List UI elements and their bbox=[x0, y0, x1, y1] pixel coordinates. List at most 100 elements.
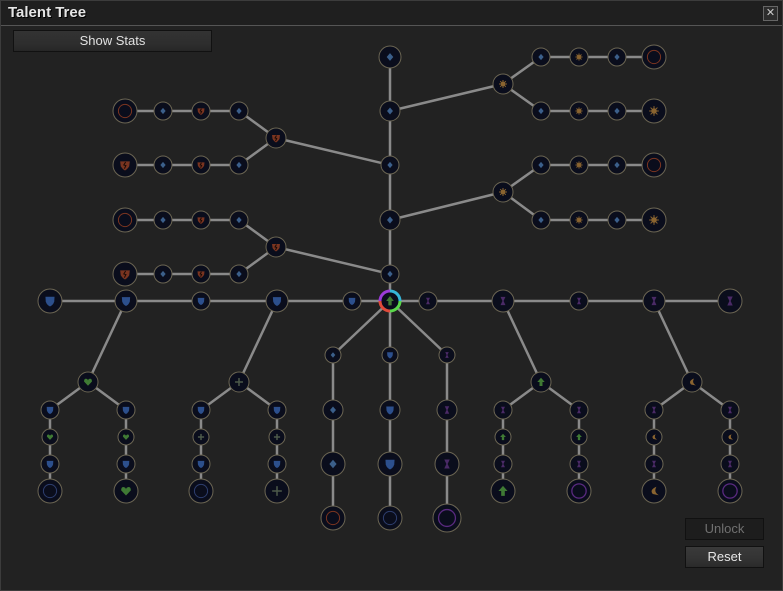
talent-node-r3a[interactable] bbox=[531, 155, 551, 175]
talent-node-p2b[interactable] bbox=[268, 428, 286, 446]
talent-node-hr1[interactable] bbox=[418, 291, 438, 311]
talent-node-l1b[interactable] bbox=[191, 101, 211, 121]
talent-node-a1c[interactable] bbox=[493, 454, 513, 474]
talent-node-l2b[interactable] bbox=[191, 155, 211, 175]
talent-node-b1d[interactable] bbox=[641, 478, 667, 504]
talent-node-p1b[interactable] bbox=[192, 428, 210, 446]
talent-node-m3a[interactable] bbox=[438, 346, 456, 364]
talent-node-r2b[interactable] bbox=[569, 101, 589, 121]
talent-node-r1c[interactable] bbox=[607, 47, 627, 67]
talent-node-r3d[interactable] bbox=[641, 152, 667, 178]
talent-node-bh[interactable] bbox=[681, 371, 703, 393]
talent-node-g1b[interactable] bbox=[41, 428, 59, 446]
talent-node-r2c[interactable] bbox=[607, 101, 627, 121]
talent-node-r1b[interactable] bbox=[569, 47, 589, 67]
talent-node-m1d[interactable] bbox=[320, 505, 346, 531]
talent-node-hr2[interactable] bbox=[491, 289, 515, 313]
talent-node-rh1[interactable] bbox=[492, 73, 514, 95]
talent-node-a1d[interactable] bbox=[490, 478, 516, 504]
talent-node-m3b[interactable] bbox=[436, 399, 458, 421]
close-button[interactable]: ✕ bbox=[763, 6, 778, 21]
talent-node-m3d[interactable] bbox=[432, 503, 462, 533]
talent-node-b1a[interactable] bbox=[644, 400, 664, 420]
talent-node-l1c[interactable] bbox=[153, 101, 173, 121]
talent-node-b2a[interactable] bbox=[720, 400, 740, 420]
talent-node-p1c[interactable] bbox=[191, 454, 211, 474]
talent-node-a1b[interactable] bbox=[494, 428, 512, 446]
talent-node-r4b[interactable] bbox=[569, 210, 589, 230]
talent-node-r4c[interactable] bbox=[607, 210, 627, 230]
talent-node-lh2[interactable] bbox=[265, 236, 287, 258]
talent-node-r3b[interactable] bbox=[569, 155, 589, 175]
talent-node-c3[interactable] bbox=[380, 155, 400, 175]
talent-node-l4a[interactable] bbox=[229, 264, 249, 284]
talent-node-hr5[interactable] bbox=[717, 288, 743, 314]
reset-button[interactable]: Reset bbox=[685, 546, 764, 568]
talent-node-lh1[interactable] bbox=[265, 127, 287, 149]
title-bar[interactable]: Talent Tree ✕ bbox=[1, 1, 782, 26]
talent-node-r2a[interactable] bbox=[531, 101, 551, 121]
talent-node-l2c[interactable] bbox=[153, 155, 173, 175]
talent-node-m1c[interactable] bbox=[320, 451, 346, 477]
talent-node-root[interactable] bbox=[378, 289, 402, 313]
talent-node-l3d[interactable] bbox=[112, 207, 138, 233]
talent-node-g2a[interactable] bbox=[116, 400, 136, 420]
talent-node-p2c[interactable] bbox=[267, 454, 287, 474]
talent-node-p2d[interactable] bbox=[264, 478, 290, 504]
talent-node-b1c[interactable] bbox=[644, 454, 664, 474]
talent-node-hl3[interactable] bbox=[191, 291, 211, 311]
talent-node-g1c[interactable] bbox=[40, 454, 60, 474]
talent-node-p1d[interactable] bbox=[188, 478, 214, 504]
talent-node-hl4[interactable] bbox=[114, 289, 138, 313]
talent-node-c2[interactable] bbox=[379, 209, 401, 231]
talent-node-l4d[interactable] bbox=[112, 261, 138, 287]
talent-node-l1a[interactable] bbox=[229, 101, 249, 121]
talent-node-m3c[interactable] bbox=[434, 451, 460, 477]
talent-node-p2a[interactable] bbox=[267, 400, 287, 420]
talent-node-hl1[interactable] bbox=[342, 291, 362, 311]
talent-node-b2d[interactable] bbox=[717, 478, 743, 504]
talent-node-p1a[interactable] bbox=[191, 400, 211, 420]
talent-node-m2a[interactable] bbox=[381, 346, 399, 364]
talent-node-m2d[interactable] bbox=[377, 505, 403, 531]
talent-node-r4d[interactable] bbox=[641, 207, 667, 233]
talent-node-c5[interactable] bbox=[378, 45, 402, 69]
talent-node-hr3[interactable] bbox=[569, 291, 589, 311]
talent-node-l3c[interactable] bbox=[153, 210, 173, 230]
talent-node-a2b[interactable] bbox=[570, 428, 588, 446]
talent-node-r2d[interactable] bbox=[641, 98, 667, 124]
talent-node-g1a[interactable] bbox=[40, 400, 60, 420]
talent-node-a1a[interactable] bbox=[493, 400, 513, 420]
talent-node-rh2[interactable] bbox=[492, 181, 514, 203]
talent-node-m1a[interactable] bbox=[324, 346, 342, 364]
talent-node-m2c[interactable] bbox=[377, 451, 403, 477]
talent-node-ah[interactable] bbox=[530, 371, 552, 393]
talent-node-c4[interactable] bbox=[379, 100, 401, 122]
talent-node-l2d[interactable] bbox=[112, 152, 138, 178]
talent-node-l4c[interactable] bbox=[153, 264, 173, 284]
talent-node-hr4[interactable] bbox=[642, 289, 666, 313]
talent-node-r1d[interactable] bbox=[641, 44, 667, 70]
talent-node-r3c[interactable] bbox=[607, 155, 627, 175]
talent-node-ph[interactable] bbox=[228, 371, 250, 393]
talent-node-m1b[interactable] bbox=[322, 399, 344, 421]
talent-node-g2b[interactable] bbox=[117, 428, 135, 446]
unlock-button[interactable]: Unlock bbox=[685, 518, 764, 540]
talent-node-r4a[interactable] bbox=[531, 210, 551, 230]
talent-node-hl5[interactable] bbox=[37, 288, 63, 314]
talent-node-c1[interactable] bbox=[380, 264, 400, 284]
talent-node-a2c[interactable] bbox=[569, 454, 589, 474]
talent-node-g1d[interactable] bbox=[37, 478, 63, 504]
talent-node-gh[interactable] bbox=[77, 371, 99, 393]
talent-node-hl2[interactable] bbox=[265, 289, 289, 313]
talent-node-g2c[interactable] bbox=[116, 454, 136, 474]
talent-node-r1a[interactable] bbox=[531, 47, 551, 67]
talent-node-l2a[interactable] bbox=[229, 155, 249, 175]
talent-node-m2b[interactable] bbox=[379, 399, 401, 421]
talent-node-l1d[interactable] bbox=[112, 98, 138, 124]
talent-node-l3a[interactable] bbox=[229, 210, 249, 230]
talent-node-b2b[interactable] bbox=[721, 428, 739, 446]
talent-node-b1b[interactable] bbox=[645, 428, 663, 446]
talent-node-l3b[interactable] bbox=[191, 210, 211, 230]
talent-node-b2c[interactable] bbox=[720, 454, 740, 474]
